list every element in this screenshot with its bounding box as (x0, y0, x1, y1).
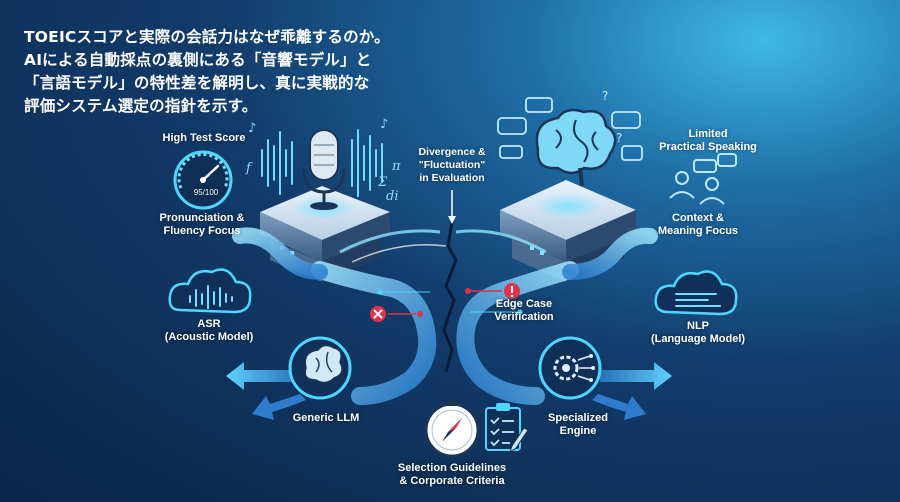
alert-icon (465, 283, 520, 299)
people-chat-icon (669, 153, 737, 205)
label-text: Meaning Focus (657, 225, 739, 237)
label-text: & Corporate Criteria (399, 475, 505, 487)
microphone-icon (302, 129, 346, 210)
chat-bubbles: ? ? (497, 89, 643, 161)
gauge-value: 95/100 (186, 186, 226, 199)
svg-text:?: ? (602, 89, 608, 103)
right-outflow-arrows (592, 362, 672, 420)
generic-llm-label: Generic LLM (286, 412, 366, 425)
right-data-stream (455, 227, 658, 405)
svg-text:♪: ♪ (248, 121, 256, 136)
edge-case-label: Edge Case Verification (476, 298, 572, 324)
brain-icon (535, 108, 617, 187)
specialized-engine-label: Specialized Engine (538, 412, 618, 438)
label-text: Specialized (548, 412, 608, 424)
svg-text:f: f (245, 161, 253, 176)
formula-glyphs: ♪ ♪ π Σf di (245, 117, 401, 204)
label-text: NLP (687, 320, 709, 332)
svg-text:?: ? (616, 131, 622, 145)
headline-line: 「言語モデル」の特性差を解明し、真に実戦的な (24, 74, 370, 92)
label-text: (Acoustic Model) (164, 331, 254, 343)
divergence-label: Divergence & "Fluctuation" in Evaluation (406, 146, 498, 185)
context-meaning-label: Context & Meaning Focus (648, 212, 748, 238)
label-text: Divergence & (418, 146, 486, 158)
pronunciation-fluency-label: Pronunciation & Fluency Focus (152, 212, 252, 238)
label-text: Practical Speaking (659, 141, 757, 153)
headline-line: 評価システム選定の指針を示す。 (24, 97, 258, 115)
cloud-text-icon (654, 270, 738, 316)
label-text: ASR (197, 318, 221, 330)
label-text: High Test Score (162, 132, 246, 144)
label-text: Context & (672, 212, 724, 224)
label-text: Pronunciation & (159, 212, 245, 224)
asr-label: ASR (Acoustic Model) (154, 318, 264, 344)
headline-line: AIによる自動採点の裏側にある「音響モデル」と (24, 51, 372, 69)
error-x-icon (370, 306, 423, 322)
svg-text:Σ: Σ (377, 175, 388, 190)
limited-speaking-label: Limited Practical Speaking (648, 128, 768, 154)
selection-guidelines-label: Selection Guidelines & Corporate Criteri… (382, 462, 522, 488)
high-test-score-label: High Test Score (160, 132, 248, 145)
svg-text:♪: ♪ (380, 117, 388, 132)
divergence-crack (442, 221, 458, 373)
label-text: (Language Model) (650, 333, 746, 345)
label-text: Generic LLM (292, 412, 360, 424)
headline: TOEICスコアと実際の会話力はなぜ乖離するのか。 AIによる自動採点の裏側にあ… (24, 26, 404, 118)
gear-circuit-icon (538, 336, 602, 400)
left-outflow-arrows (226, 362, 306, 420)
label-text: Limited (688, 128, 728, 140)
svg-text:π: π (391, 159, 401, 174)
label-text: "Fluctuation" (418, 159, 486, 171)
cloud-waveform-icon (168, 268, 252, 314)
generic-llm-icon (288, 336, 352, 400)
nlp-label: NLP (Language Model) (640, 320, 756, 346)
svg-text:di: di (386, 189, 398, 204)
label-text: Engine (559, 425, 597, 437)
left-data-stream (232, 227, 447, 405)
soundwave-graphic (261, 129, 383, 197)
headline-line: TOEICスコアと実際の会話力はなぜ乖離するのか。 (24, 28, 390, 46)
label-text: Verification (494, 311, 554, 323)
label-text: in Evaluation (419, 172, 485, 184)
gauge-icon (173, 150, 233, 210)
label-text: Fluency Focus (163, 225, 241, 237)
label-text: 95/100 (193, 188, 219, 197)
label-text: Edge Case (495, 298, 553, 310)
connector-dots (377, 289, 523, 315)
checklist-icon (485, 403, 529, 454)
label-text: Selection Guidelines (397, 462, 507, 474)
compass-icon (424, 400, 480, 458)
